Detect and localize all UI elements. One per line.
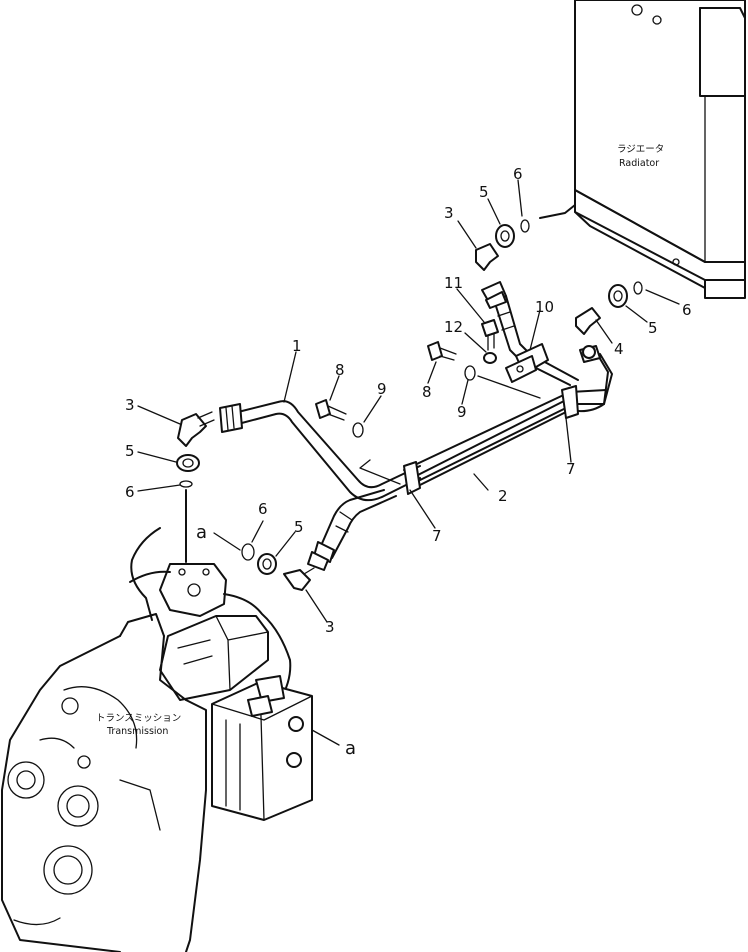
- transmission: トランスミッション Transmission: [1, 489, 313, 952]
- transmission-label-en: Transmission: [106, 726, 168, 737]
- radiator-label-jp: ラジエータ: [617, 144, 664, 155]
- callout-3-top: 3: [444, 204, 454, 222]
- callout-4: 4: [614, 340, 624, 358]
- callout-8-mid: 8: [422, 383, 432, 401]
- callout-10: 10: [535, 298, 554, 316]
- callout-2: 2: [498, 487, 508, 505]
- callout-6-mid: 6: [258, 500, 268, 518]
- callout-11: 11: [444, 274, 463, 292]
- callouts: 1 2 3 3 3 4 5 5 5 5 6 6 6 6 7 7 8 8 9 9 …: [125, 165, 692, 759]
- callout-7-mid: 7: [432, 527, 442, 545]
- callout-3-left: 3: [125, 396, 135, 414]
- callout-5-left: 5: [125, 442, 135, 460]
- callout-5-right: 5: [648, 319, 658, 337]
- callout-5-mid: 5: [294, 518, 304, 536]
- leader-lines: [137, 179, 680, 746]
- callout-6-left: 6: [125, 483, 135, 501]
- callout-8-left: 8: [335, 361, 345, 379]
- hose-assembly: [219, 281, 613, 571]
- callout-3-bottom: 3: [325, 618, 335, 636]
- callout-7-right: 7: [566, 460, 576, 478]
- radiator: ラジエータ Radiator: [539, 0, 746, 299]
- callout-5-top: 5: [479, 183, 489, 201]
- callout-6-right: 6: [682, 301, 692, 319]
- callout-a-left: a: [196, 522, 207, 543]
- callout-12: 12: [444, 318, 463, 336]
- small-parts: [176, 219, 643, 591]
- callout-6-top: 6: [513, 165, 523, 183]
- transmission-label-jp: トランスミッション: [96, 713, 181, 724]
- radiator-label-en: Radiator: [619, 158, 659, 169]
- callout-9-left: 9: [377, 380, 387, 398]
- callout-a-right: a: [345, 738, 356, 759]
- callout-9-mid: 9: [457, 403, 467, 421]
- callout-1: 1: [292, 337, 302, 355]
